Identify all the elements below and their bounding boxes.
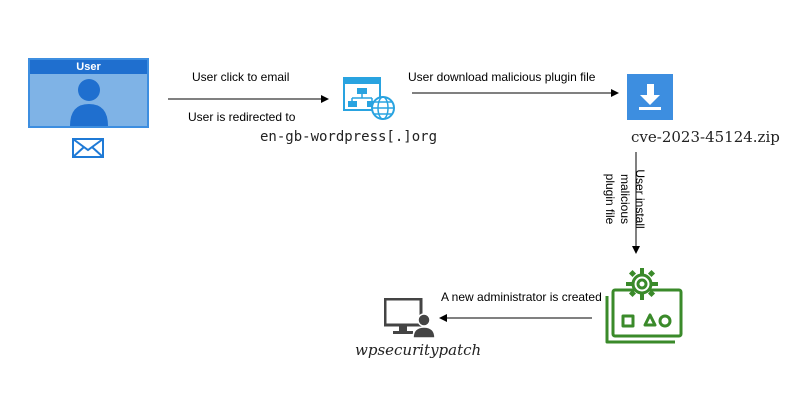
user-card-title: User xyxy=(30,60,147,74)
download-icon xyxy=(627,74,673,120)
label-redirected: User is redirected to xyxy=(188,110,296,124)
label-click-email: User click to email xyxy=(192,70,290,84)
plugin-settings-icon xyxy=(605,268,683,344)
label-admin-created: A new administrator is created xyxy=(441,290,602,304)
user-icon xyxy=(70,79,108,126)
email-icon xyxy=(72,138,104,158)
user-card: User xyxy=(28,58,149,128)
label-site: en-gb-wordpress[.]org xyxy=(260,129,438,145)
website-network-icon xyxy=(343,77,395,120)
label-zip-name: cve-2023-45124.zip xyxy=(631,128,780,146)
label-download: User download malicious plugin file xyxy=(408,70,596,84)
label-attacker: wpsecuritypatch xyxy=(355,341,482,359)
computer-user-icon xyxy=(384,298,436,338)
